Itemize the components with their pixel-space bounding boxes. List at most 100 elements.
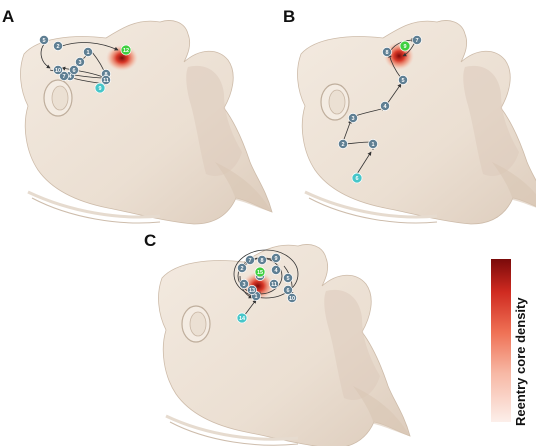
panel-letter-a: A	[2, 7, 14, 26]
appendage-shading	[492, 162, 536, 208]
vein-ostium-inner	[328, 89, 346, 115]
node-marker	[39, 35, 49, 45]
node-marker	[348, 113, 358, 123]
node-marker	[368, 139, 378, 149]
node-label: 4	[274, 268, 278, 274]
node-marker	[271, 265, 281, 275]
node-label: 11	[271, 282, 277, 288]
node-marker	[53, 65, 63, 75]
node-marker	[287, 293, 297, 303]
valve-rim-edge	[31, 197, 161, 224]
node-marker	[59, 71, 69, 81]
pacing-site-node: 7	[412, 35, 422, 45]
panel-letter-b: B	[283, 7, 295, 26]
pacing-site-node: 1	[368, 139, 378, 149]
node-marker	[245, 255, 255, 265]
node-marker	[237, 263, 247, 273]
valve-rim-edge	[169, 421, 299, 446]
pacing-site-node: 4	[380, 101, 390, 111]
node-marker	[382, 47, 392, 57]
pacing-site-node: 7	[59, 71, 69, 81]
node-marker	[83, 47, 93, 57]
appendage-shading	[215, 162, 272, 212]
node-label: 1	[86, 50, 89, 56]
node-label: 8	[104, 72, 107, 78]
node-marker	[398, 75, 408, 85]
node-marker	[271, 253, 281, 263]
pacing-site-node: 10	[53, 65, 63, 75]
node-marker	[351, 172, 363, 184]
vein-ostium-inner	[51, 85, 69, 111]
pacing-site-node: 1	[83, 47, 93, 57]
pacing-site-node: 5	[39, 35, 49, 45]
node-marker	[257, 255, 267, 265]
pacing-site-node: 2	[53, 41, 63, 51]
pacing-site-node: 11	[101, 75, 111, 85]
node-marker	[283, 273, 293, 283]
pacing-site-node: 8	[257, 255, 267, 265]
pacing-site-node: 7	[245, 255, 255, 265]
pacing-site-node: 15	[254, 266, 266, 278]
node-label: 4	[68, 74, 72, 80]
node-label: 4	[383, 104, 387, 110]
appendage-shading	[353, 386, 410, 436]
valve-rim	[165, 414, 299, 441]
heart-shading	[463, 65, 519, 176]
node-label: 5	[286, 276, 289, 282]
node-marker	[254, 266, 266, 278]
node-marker	[69, 65, 79, 75]
pacing-site-node: 5	[398, 75, 408, 85]
node-label: 3	[78, 60, 81, 66]
node-label: 14	[239, 316, 246, 322]
node-marker	[269, 279, 279, 289]
node-marker	[101, 75, 111, 85]
node-label: 7	[248, 258, 251, 264]
node-label: 13	[249, 288, 255, 294]
pacing-site-node: 9	[271, 253, 281, 263]
node-marker	[236, 312, 248, 324]
valve-rim-edge	[308, 197, 438, 224]
pacing-site-node: 10	[287, 293, 297, 303]
panel-c: C 123456789101112131415	[144, 231, 411, 446]
node-marker	[53, 41, 63, 51]
node-marker	[380, 101, 390, 111]
node-label: 11	[103, 78, 109, 84]
node-marker	[283, 285, 293, 295]
node-marker	[338, 139, 348, 149]
node-label: 10	[55, 68, 61, 74]
colorbar-label: Reentry core density	[513, 297, 528, 426]
valve-rim	[304, 190, 438, 219]
node-label: 2	[56, 44, 59, 50]
node-label: 7	[62, 74, 65, 80]
node-marker	[412, 35, 422, 45]
pacing-site-node: 6	[351, 172, 363, 184]
node-marker	[247, 285, 257, 295]
node-label: 6	[72, 68, 75, 74]
vein-ostium-inner	[189, 311, 207, 337]
panel-letter-c: C	[144, 231, 156, 250]
heart-shading	[324, 289, 380, 400]
node-label: 5	[42, 38, 45, 44]
node-marker	[94, 82, 106, 94]
node-label: 8	[385, 50, 388, 56]
node-label: 5	[401, 78, 404, 84]
node-label: 9	[403, 44, 406, 50]
node-marker	[75, 57, 85, 67]
pacing-site-node: 12	[120, 44, 132, 56]
node-label: 9	[274, 256, 277, 262]
node-marker	[120, 44, 132, 56]
pacing-site-node: 2	[237, 263, 247, 273]
colorbar: Reentry core density	[491, 259, 528, 426]
node-label: 3	[242, 282, 245, 288]
pacing-site-node: 9	[399, 40, 411, 52]
pacing-site-node: 4	[271, 265, 281, 275]
pacing-site-node: 6	[69, 65, 79, 75]
node-label: 1	[371, 142, 374, 148]
node-label: 12	[123, 48, 129, 54]
pacing-site-node: 5	[283, 273, 293, 283]
node-label: 7	[415, 38, 418, 44]
